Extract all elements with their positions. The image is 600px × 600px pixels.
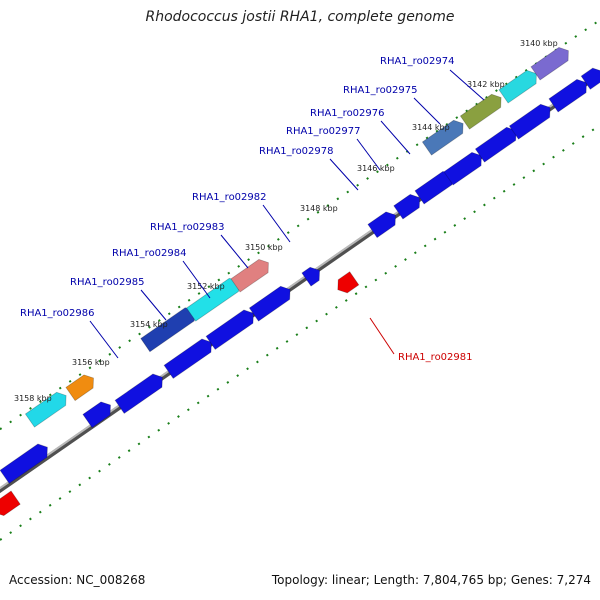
colored-gene-arrow-4: [230, 258, 269, 293]
gene-label-leader-line: [380, 120, 411, 155]
gene-label-leader-line: [220, 234, 249, 269]
gene-label-leader-line: [356, 138, 381, 171]
gene-label-leader-line: [262, 204, 291, 243]
kbp-tick-label: 3150 kbp: [245, 243, 283, 252]
kbp-tick-label: 3158 kbp: [14, 394, 52, 403]
gene-label: RHA1_ro02974: [380, 56, 455, 67]
reverse-gene-arrow-0: [337, 271, 360, 294]
gene-label-leader-line: [182, 260, 211, 299]
forward-gene-arrow-1: [82, 401, 111, 429]
forward-gene-arrow-13: [580, 67, 600, 90]
gene-label-leader-line: [329, 158, 359, 191]
gene-label: RHA1_ro02978: [259, 146, 334, 157]
gene-label-leader-line: [140, 289, 167, 321]
kbp-tick-label: 3152 kbp: [187, 282, 225, 291]
forward-gene-arrow-10: [474, 126, 517, 163]
kbp-tick-label: 3156 kbp: [72, 358, 110, 367]
colored-gene-arrow-7: [498, 69, 537, 104]
forward-gene-arrow-3: [163, 338, 212, 379]
kbp-tick-label: 3148 kbp: [300, 204, 338, 213]
forward-gene-arrow-5: [248, 285, 291, 322]
gene-arrows: [0, 46, 600, 517]
forward-gene-arrow-4: [205, 309, 254, 350]
colored-gene-arrow-0: [24, 391, 67, 428]
gene-label: RHA1_ro02983: [150, 222, 225, 233]
gene-label: RHA1_ro02976: [310, 108, 385, 119]
forward-gene-arrow-11: [508, 103, 551, 140]
kbp-tick-label: 3146 kbp: [357, 164, 395, 173]
kbp-tick-label: 3154 kbp: [130, 320, 168, 329]
dotted-guide-lines: [0, 19, 600, 541]
forward-gene-arrow-7: [393, 193, 421, 220]
colored-gene-arrow-1: [65, 374, 94, 402]
accession-text: Accession: NC_008268: [9, 573, 146, 587]
gene-label-leader-line: [369, 317, 395, 355]
colored-gene-arrow-5: [421, 119, 464, 156]
colored-gene-arrow-2: [140, 307, 196, 353]
gene-labels: RHA1_ro02974RHA1_ro02975RHA1_ro02976RHA1…: [20, 56, 485, 363]
kbp-ticks: 3140 kbp 3142 kbp 3144 kbp 3146 kbp 3148 kbp…: [14, 39, 558, 403]
forward-gene-arrow-6: [367, 211, 396, 239]
gene-label-leader-line: [89, 320, 119, 359]
lower-dotted-line: [0, 124, 600, 541]
reverse-gene-arrow-1: [0, 490, 21, 517]
gene-label: RHA1_ro02977: [286, 126, 361, 137]
map-title: Rhodococcus jostii RHA1, complete genome: [145, 9, 455, 25]
genome-stats-text: Topology: linear; Length: 7,804,765 bp; …: [271, 573, 591, 587]
forward-gene-arrow-12: [548, 78, 587, 113]
colored-gene-arrow-6: [459, 93, 502, 130]
forward-gene-arrow-2: [114, 373, 163, 414]
kbp-tick-label: 3142 kbp: [467, 80, 505, 89]
forward-gene-arrow-small: [301, 266, 321, 287]
gene-label-leader-line: [413, 97, 441, 125]
gene-label: RHA1_ro02981: [398, 352, 473, 363]
forward-gene-arrow-0: [0, 443, 48, 484]
gene-label: RHA1_ro02975: [343, 85, 418, 96]
gene-label-leader-line: [449, 69, 485, 101]
gene-label: RHA1_ro02982: [192, 192, 267, 203]
kbp-tick-label: 3144 kbp: [412, 123, 450, 132]
gene-label: RHA1_ro02984: [112, 248, 187, 259]
colored-gene-arrow-8: [530, 46, 569, 81]
forward-gene-arrow-9: [443, 151, 482, 186]
kbp-tick-label: 3140 kbp: [520, 39, 558, 48]
gene-label: RHA1_ro02985: [70, 277, 145, 288]
gene-label: RHA1_ro02986: [20, 308, 95, 319]
